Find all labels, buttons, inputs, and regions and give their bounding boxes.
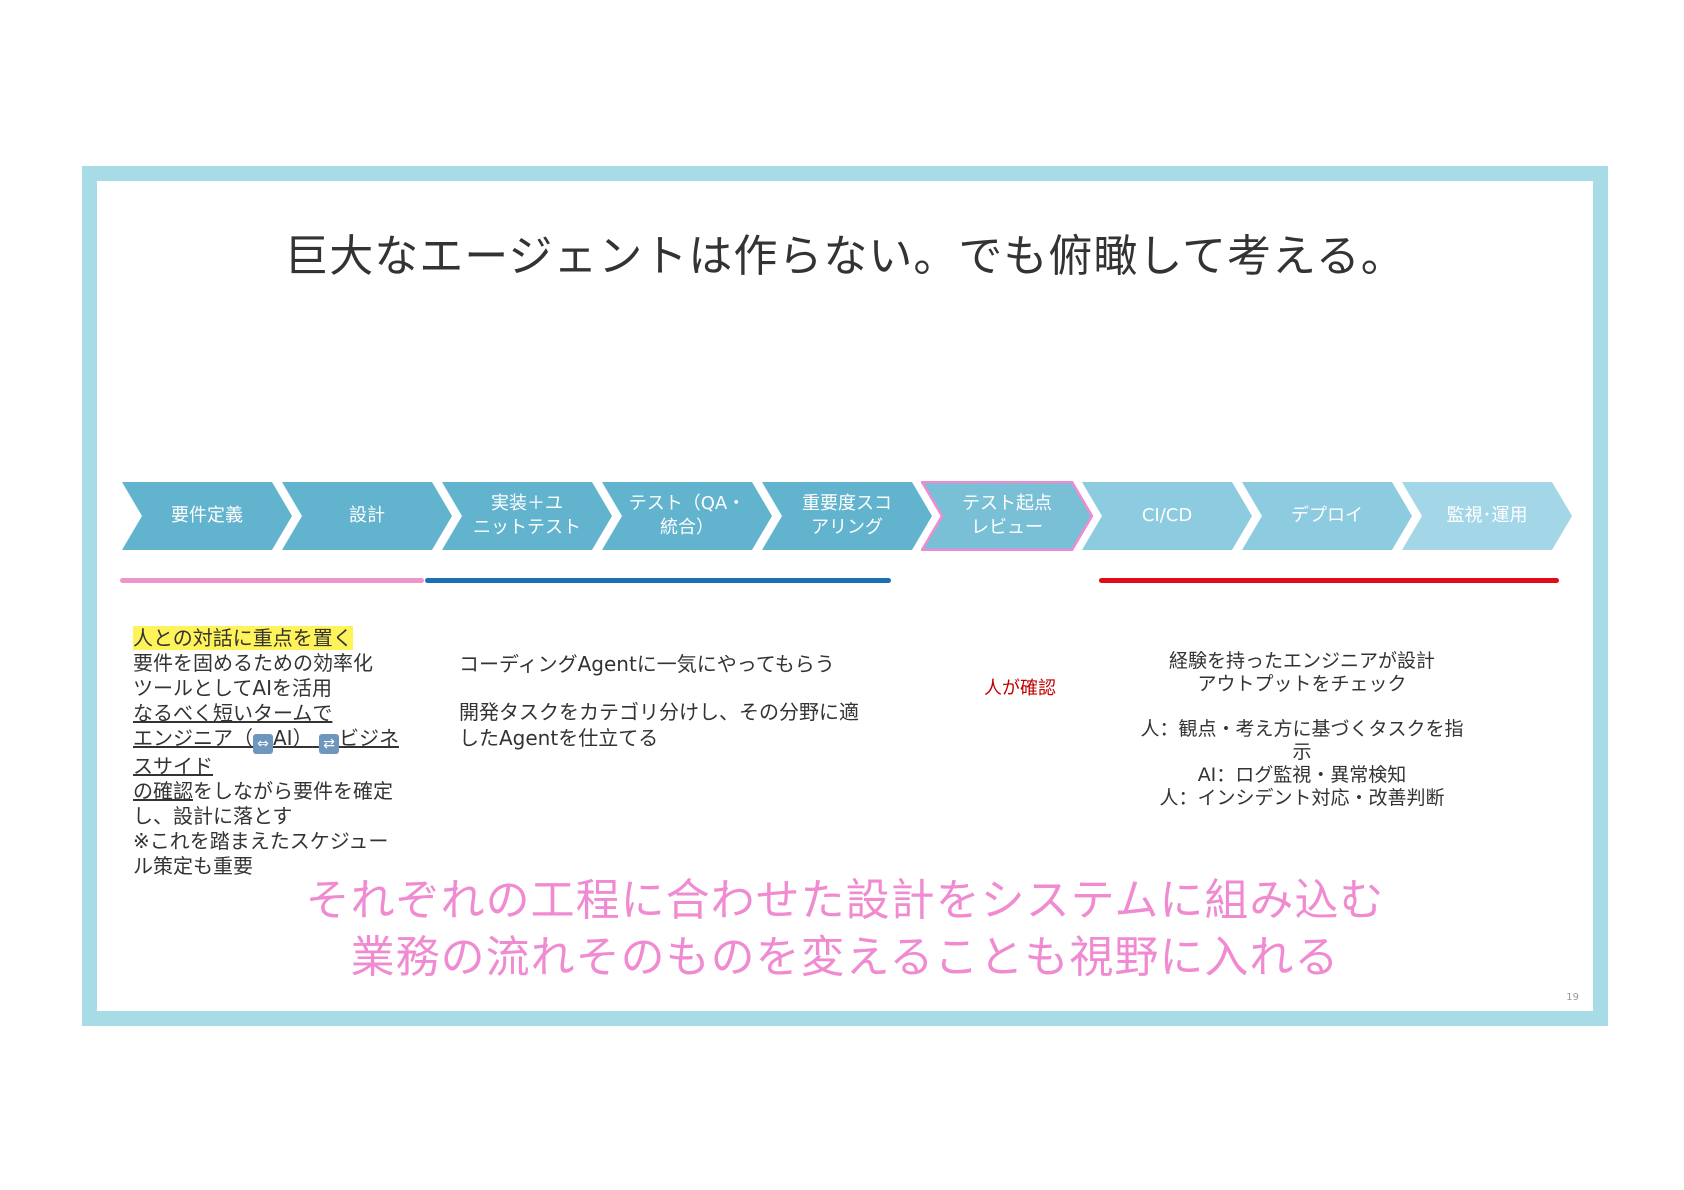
process-step-label: 設計 <box>349 505 385 526</box>
ops-note-line: AI：ログ監視・異常検知 <box>1197 764 1407 786</box>
requirements-line: 要件を固めるための効率化 <box>133 651 373 675</box>
requirements-highlight: 人との対話に重点を置く <box>133 626 353 650</box>
chevron-arrow-icon <box>442 482 612 550</box>
chevron-arrow-icon <box>1402 482 1572 550</box>
ops-note-line: 経験を持ったエンジニアが設計 <box>1168 650 1435 672</box>
ops-note-line: アウトプットをチェック <box>1197 673 1407 695</box>
ops-note-line: 人：観点・考え方に基づくタスクを指示 <box>1140 718 1464 763</box>
requirements-line: ル策定も重要 <box>133 854 253 878</box>
requirements-line: ※これを踏まえたスケジュー <box>133 829 389 853</box>
process-step-label: テスト起点 レビュー <box>962 493 1052 538</box>
process-step: CI/CD <box>1081 481 1253 551</box>
chevron-arrow-icon <box>921 481 1093 551</box>
requirements-line: の確認をしながら要件を確定 <box>133 779 393 803</box>
requirements-bar <box>120 578 424 583</box>
slide-frame: 巨大なエージェントは作らない。でも俯瞰して考える。 要件定義 設計 実装＋ユ ニット… <box>82 166 1608 1026</box>
page-number: 19 <box>1566 992 1579 1003</box>
process-step: 設計 <box>281 481 453 551</box>
operations-bar <box>1099 578 1559 583</box>
agent-note: コーディングAgentに一気にやってもらう 開発タスクをカテゴリ分けし、その分野… <box>459 651 899 773</box>
requirements-line: ツールとしてAIを活用 <box>133 676 332 700</box>
chevron-arrow-icon <box>762 482 932 550</box>
process-step: テスト（QA・ 統合） <box>601 481 773 551</box>
chevron-arrow-icon <box>602 482 772 550</box>
process-step: 監視･運用 <box>1401 481 1573 551</box>
process-step-label: デプロイ <box>1291 505 1363 526</box>
process-step: 重要度スコ アリング <box>761 481 933 551</box>
process-step: テスト起点 レビュー <box>921 481 1093 551</box>
chevron-arrow-icon <box>1082 482 1252 550</box>
bottom-message-line1: それぞれの工程に合わせた設計をシステムに組み込む <box>305 875 1385 926</box>
human-check-label: 人が確認 <box>984 678 1056 699</box>
process-step: 要件定義 <box>121 481 293 551</box>
requirements-line-engineer: エンジニア（⇔AI） ⇄ビジネ <box>133 726 399 754</box>
ops-note: 経験を持ったエンジニアが設計 アウトプットをチェック 人：観点・考え方に基づくタ… <box>1137 650 1467 810</box>
sync-arrows-icon: ⇄ <box>318 734 339 754</box>
requirements-line: なるべく短いタームで <box>133 701 333 725</box>
process-step-label: 重要度スコ アリング <box>802 493 892 538</box>
process-step-label: テスト（QA・ 統合） <box>628 493 746 538</box>
process-step: デプロイ <box>1241 481 1413 551</box>
process-step-label: 実装＋ユ ニットテスト <box>473 493 581 538</box>
chevron-arrow-icon <box>282 482 452 550</box>
requirements-line: スサイド <box>133 754 213 778</box>
process-step-label: CI/CD <box>1141 505 1193 526</box>
arrow-both-icon: ⇔ <box>253 734 273 754</box>
requirements-note: 人との対話に重点を置く 要件を固めるための効率化 ツールとしてAIを活用 なるべ… <box>133 626 423 879</box>
chevron-arrow-icon <box>1242 482 1412 550</box>
process-step-label: 監視･運用 <box>1446 505 1528 526</box>
slide-content: 巨大なエージェントは作らない。でも俯瞰して考える。 要件定義 設計 実装＋ユ ニット… <box>97 181 1593 1011</box>
process-step: 実装＋ユ ニットテスト <box>441 481 613 551</box>
chevron-arrow-icon <box>122 482 292 550</box>
slide-title: 巨大なエージェントは作らない。でも俯瞰して考える。 <box>284 231 1406 282</box>
process-step-label: 要件定義 <box>171 505 243 526</box>
ops-note-line: 人：インシデント対応・改善判断 <box>1159 787 1445 809</box>
requirements-line: し、設計に落とす <box>133 804 293 828</box>
implementation-bar <box>425 578 891 583</box>
bottom-message-line2: 業務の流れそのものを変えることも視野に入れる <box>350 932 1340 983</box>
agent-note-line: コーディングAgentに一気にやってもらう <box>459 652 835 676</box>
agent-note-line: 開発タスクをカテゴリ分けし、その分野に適 したAgentを仕立てる <box>459 700 859 750</box>
